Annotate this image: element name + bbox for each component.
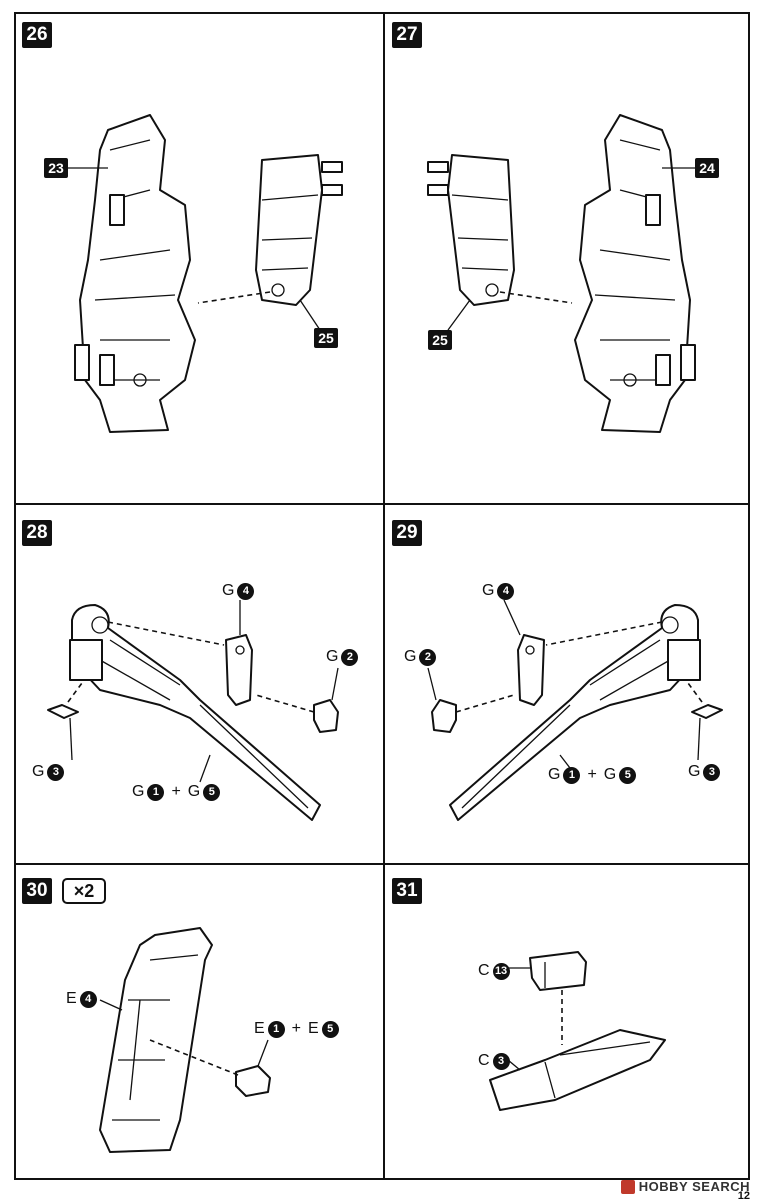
step-number: 27 — [392, 22, 422, 48]
watermark: HOBBY SEARCH — [620, 1179, 750, 1194]
panel-divider-h1 — [14, 503, 750, 505]
step-number: 31 — [392, 878, 422, 904]
step-number: 29 — [392, 520, 422, 546]
leg-assembly-illustration — [68, 114, 343, 433]
quantity-multiplier: ×2 — [62, 878, 106, 904]
step-number: 26 — [22, 22, 52, 48]
leg-assembly-illustration-mirror — [427, 114, 696, 433]
part-tag-23: 23 — [44, 158, 68, 178]
cannon-assembly-illustration — [47, 600, 339, 821]
step-number: 30 — [22, 878, 52, 904]
part-tag-24: 24 — [695, 158, 719, 178]
part-tag-25: 25 — [428, 330, 452, 350]
panel-divider-h2 — [14, 863, 750, 865]
cannon-assembly-illustration-mirror — [427, 599, 723, 821]
hobby-search-logo-icon — [620, 1179, 635, 1194]
part-tag-25: 25 — [314, 328, 338, 348]
shield-assembly-illustration — [99, 927, 271, 1153]
instruction-sheet — [14, 12, 750, 1180]
panel-divider-vertical — [383, 12, 385, 1180]
step-number: 28 — [22, 520, 52, 546]
page-number: 12 — [737, 1190, 750, 1202]
